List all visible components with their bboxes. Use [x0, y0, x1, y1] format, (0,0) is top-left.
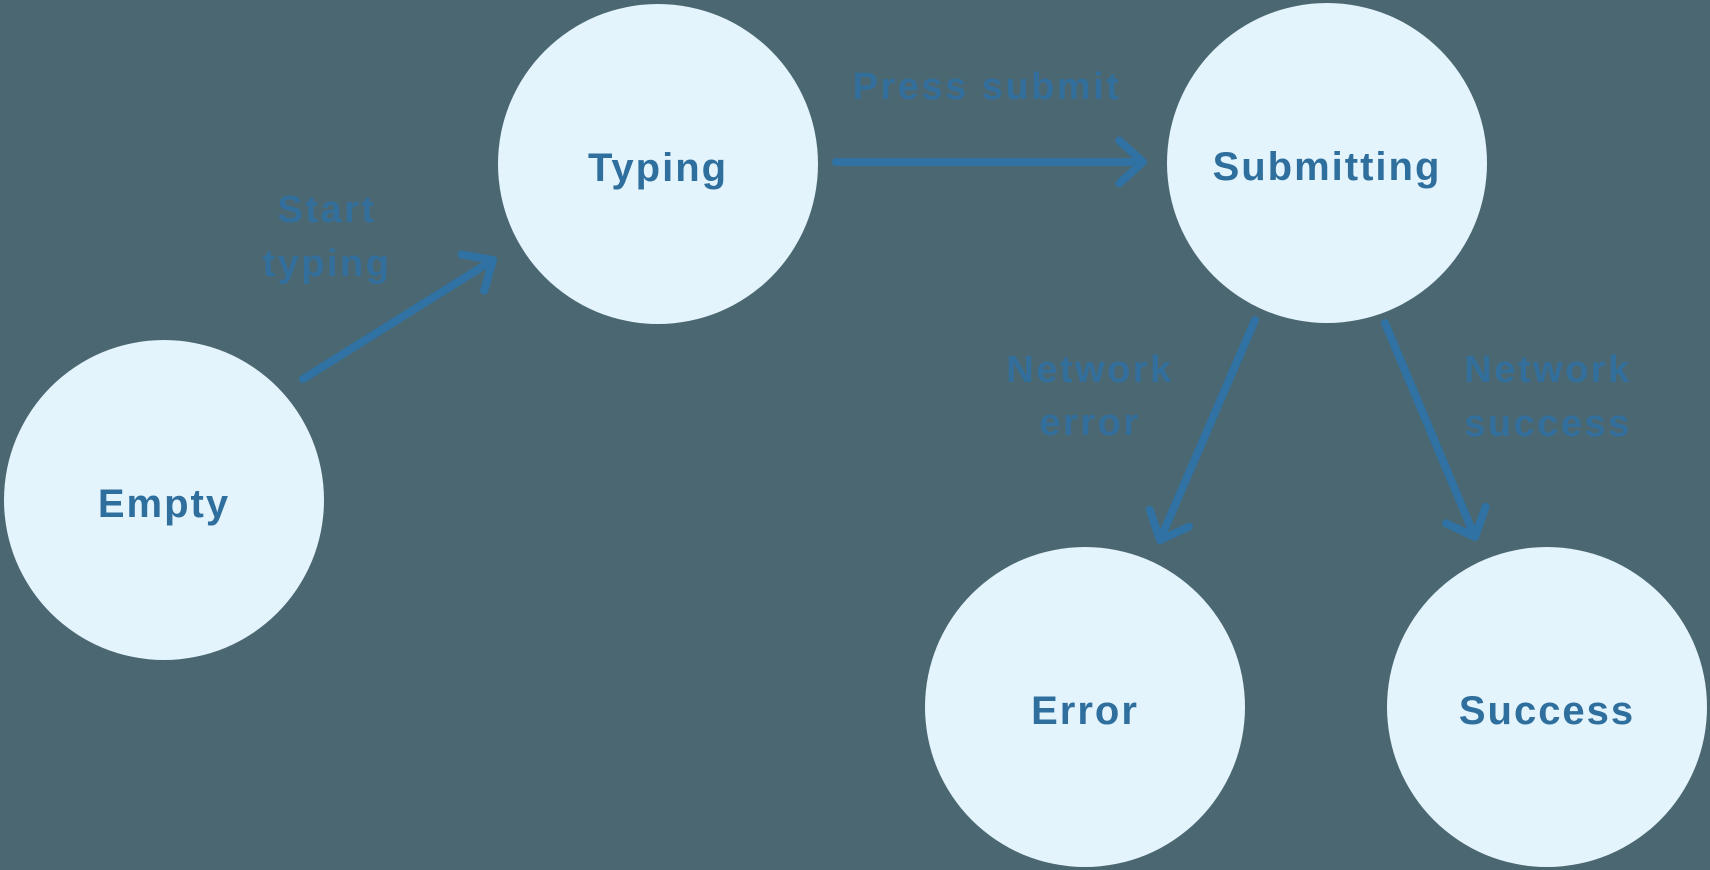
transition-submitting-to-error: Network error	[1006, 316, 1259, 544]
state-label-success: Success	[1459, 689, 1635, 733]
transition-label-submitting-to-success: success	[1464, 403, 1632, 445]
state-node-typing: Typing	[498, 4, 818, 324]
state-node-empty: Empty	[4, 340, 324, 660]
state-node-error: Error	[925, 547, 1245, 867]
transition-label-empty-to-typing: typing	[263, 243, 392, 285]
transition-label-submitting-to-error: Network	[1006, 349, 1173, 391]
transition-label-empty-to-typing: Start	[277, 189, 376, 231]
transition-empty-to-typing: Start typing	[263, 189, 497, 383]
transition-arrow-shaft	[1381, 319, 1479, 541]
arrowhead-icon	[1442, 502, 1490, 541]
state-label-typing: Typing	[588, 146, 728, 190]
state-node-submitting: Submitting	[1167, 3, 1487, 323]
arrowhead-icon	[1145, 505, 1194, 544]
state-label-submitting: Submitting	[1213, 145, 1442, 189]
transition-arrow-shaft	[1156, 316, 1259, 544]
transition-submitting-to-success: Network success	[1381, 319, 1632, 541]
transition-typing-to-submitting: Press submit	[832, 66, 1147, 188]
state-label-error: Error	[1031, 689, 1139, 733]
state-circle-empty	[4, 340, 324, 660]
state-circle-error	[925, 547, 1245, 867]
transition-arrow-shaft	[299, 256, 497, 383]
state-circle-typing	[498, 4, 818, 324]
state-circle-success	[1387, 547, 1707, 867]
transition-label-submitting-to-error: error	[1039, 402, 1140, 444]
state-node-success: Success	[1387, 547, 1707, 867]
transition-label-typing-to-submitting: Press submit	[853, 66, 1122, 108]
arrowhead-icon	[1115, 136, 1147, 188]
arrowhead-icon	[457, 250, 497, 295]
state-label-empty: Empty	[98, 482, 230, 526]
transition-label-submitting-to-success: Network	[1464, 349, 1631, 391]
state-circle-submitting	[1167, 3, 1487, 323]
